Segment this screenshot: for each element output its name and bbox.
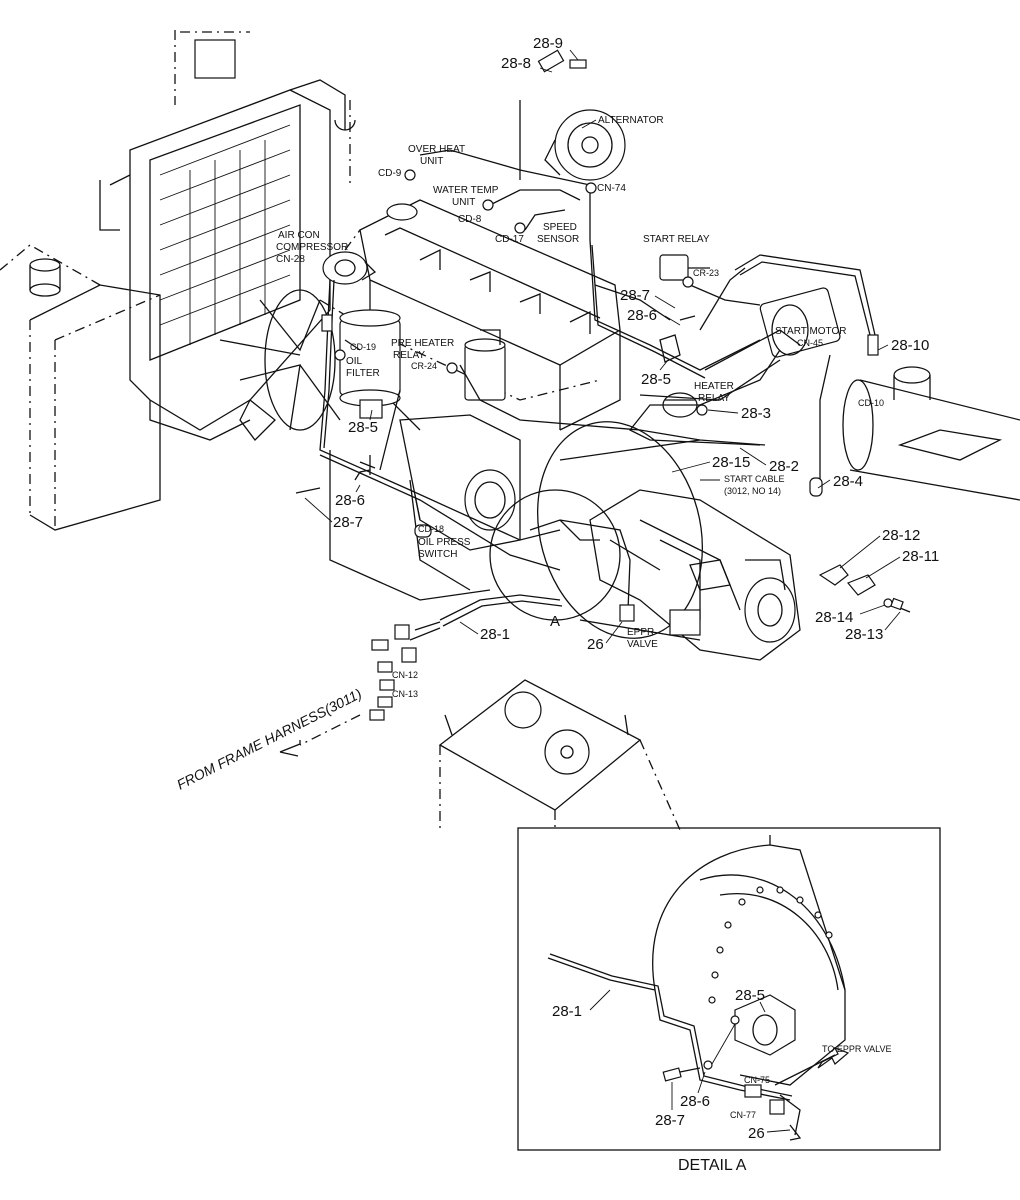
- label-start-relay: START RELAY: [643, 234, 710, 245]
- radiator: [99, 30, 356, 441]
- detail-callout-28-7: 28-7: [655, 1112, 685, 1129]
- detail-label-cn77: CN-77: [730, 1110, 756, 1120]
- callout-26: 26: [587, 636, 604, 653]
- label-preheater-1: PRE HEATER: [391, 338, 454, 349]
- label-aircon-1: AIR CON: [278, 230, 320, 241]
- label-preheater-2: RELAY: [393, 350, 425, 361]
- label-cd10: CD-10: [858, 398, 884, 408]
- alternator-unit: [544, 109, 626, 181]
- label-heater-2: RELAY: [698, 393, 730, 404]
- label-cr23: CR-23: [693, 268, 719, 278]
- label-heater-1: HEATER: [694, 381, 734, 392]
- callout-detail-a: A: [550, 613, 560, 630]
- detail-callout-26: 26: [748, 1125, 765, 1142]
- callout-28-5-left: 28-5: [348, 419, 378, 436]
- callouts: 28-9 28-8 28-7 28-6 28-10 28-5 28-3 28-5…: [304, 35, 939, 653]
- label-eppr-1: EPPR: [627, 627, 654, 638]
- label-cn13: CN-13: [392, 689, 418, 699]
- label-from-frame-harness: FROM FRAME HARNESS(3011): [174, 685, 364, 792]
- hydraulic-tank: [438, 679, 681, 831]
- harness-connectors: [279, 49, 879, 757]
- label-cn45: CN-45: [797, 338, 823, 348]
- label-aircon-2: COMPRESSOR: [276, 242, 348, 253]
- callout-28-11: 28-11: [902, 548, 939, 565]
- muffler: [842, 366, 1020, 501]
- callout-28-7-top: 28-7: [620, 287, 650, 304]
- start-motor: [759, 287, 841, 358]
- detail-a: 28-1 28-5 28-6 28-7 26 TO EPPR VALVE CN-…: [517, 827, 941, 1151]
- detail-label-to-eppr: TO EPPR VALVE: [822, 1044, 892, 1054]
- label-start-cable-1: START CABLE: [724, 474, 785, 484]
- callout-28-13: 28-13: [845, 626, 883, 643]
- hydraulic-pump: [589, 489, 801, 661]
- label-start-motor: START MOTOR: [775, 326, 847, 337]
- callout-28-1: 28-1: [480, 626, 510, 643]
- label-cn28: CN-28: [276, 254, 305, 265]
- label-cd18: CD-18: [418, 524, 444, 534]
- pre-heater-relay: [464, 329, 506, 401]
- callout-28-12: 28-12: [882, 527, 920, 544]
- label-cr24: CR-24: [411, 361, 437, 371]
- callout-28-6-left: 28-6: [335, 492, 365, 509]
- label-oilpress-2: SWITCH: [418, 549, 457, 560]
- label-cd8: CD-8: [458, 214, 482, 225]
- label-water-temp-2: UNIT: [452, 197, 475, 208]
- callout-28-5-right: 28-5: [641, 371, 671, 388]
- callout-28-6-top: 28-6: [627, 307, 657, 324]
- callout-28-10: 28-10: [891, 337, 929, 354]
- label-cd17: CD-17: [495, 234, 524, 245]
- detail-caption: DETAIL A: [678, 1157, 747, 1174]
- label-over-heat-2: UNIT: [420, 156, 443, 167]
- label-start-cable-2: (3012, NO 14): [724, 486, 781, 496]
- start-relay: [659, 254, 710, 281]
- label-alternator: ALTERNATOR: [598, 115, 664, 126]
- label-over-heat-1: OVER HEAT: [408, 144, 465, 155]
- callout-28-15: 28-15: [712, 454, 750, 471]
- detail-callout-28-1: 28-1: [552, 1003, 582, 1020]
- tank: [0, 244, 161, 531]
- fan: [219, 289, 341, 441]
- label-water-temp-1: WATER TEMP: [433, 185, 499, 196]
- aircon-compressor: [322, 251, 377, 285]
- detail-bolt-holes: [708, 886, 833, 1004]
- component-labels: ALTERNATOR OVER HEAT UNIT CD-9 WATER TEM…: [174, 115, 884, 793]
- callout-28-9: 28-9: [533, 35, 563, 52]
- detail-callout-28-5: 28-5: [735, 987, 765, 1004]
- label-speed-2: SENSOR: [537, 234, 579, 245]
- label-oilpress-1: OIL PRESS: [418, 537, 471, 548]
- detail-callout-28-6: 28-6: [680, 1093, 710, 1110]
- oil-filter: [339, 309, 401, 419]
- callout-28-2: 28-2: [769, 458, 799, 475]
- label-cn74: CN-74: [597, 183, 626, 194]
- callout-28-14: 28-14: [815, 609, 853, 626]
- clamp-hardware: [295, 315, 911, 613]
- label-eppr-2: VALVE: [627, 639, 658, 650]
- callout-28-3: 28-3: [741, 405, 771, 422]
- label-cd9: CD-9: [378, 168, 402, 179]
- flywheel-housing: [489, 421, 704, 641]
- detail-label-cn75: CN-75: [744, 1075, 770, 1085]
- engine-harness: [319, 100, 876, 641]
- label-cd19: CD-19: [350, 342, 376, 352]
- callout-28-7-left: 28-7: [333, 514, 363, 531]
- label-speed-1: SPEED: [543, 222, 577, 233]
- callout-28-8: 28-8: [501, 55, 531, 72]
- callout-28-4: 28-4: [833, 473, 863, 490]
- label-oil-1: OIL: [346, 356, 363, 367]
- label-cn12: CN-12: [392, 670, 418, 680]
- label-oil-2: FILTER: [346, 368, 380, 379]
